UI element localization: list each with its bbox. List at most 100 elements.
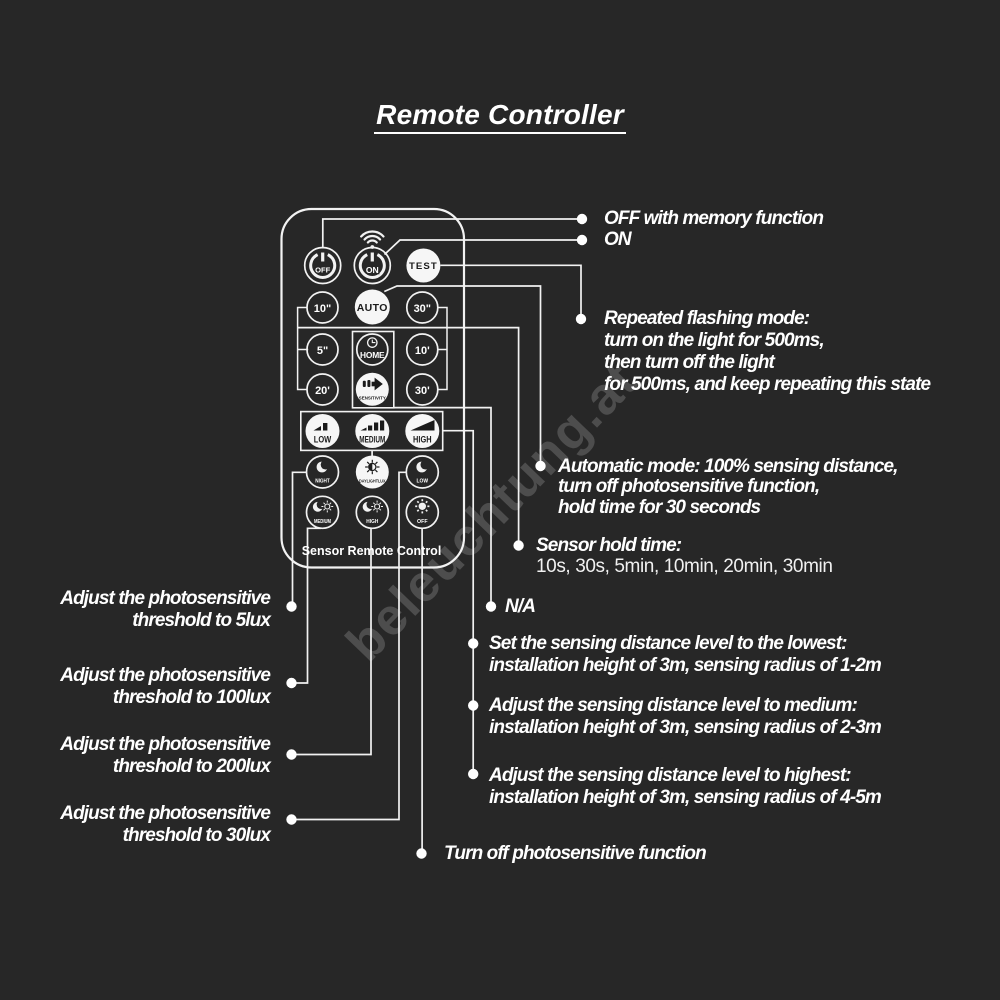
button-lux-low: LOW [405, 455, 440, 489]
line-lux30 [296, 471, 406, 821]
button-distance-medium: MEDIUM [355, 414, 390, 448]
sensitivity-icon [362, 377, 383, 391]
button-daylightlux: DAYLIGHTLUX [355, 455, 389, 489]
power-arc-on [358, 253, 386, 279]
button-off-label: OFF [315, 266, 331, 275]
title-wrap: Remote Controller [0, 99, 1000, 134]
ramp-high-icon [410, 420, 435, 431]
annotation-turn-off-photo: Turn off photosensitive function [444, 842, 707, 864]
button-5s-label: 5" [317, 345, 328, 357]
clock-icon [366, 337, 378, 348]
moon-sun-icon [362, 500, 383, 513]
remote-body [280, 207, 466, 569]
button-home-label: HOME [360, 350, 385, 360]
button-20m: 20' [306, 373, 339, 406]
line-lux100 [296, 527, 321, 684]
line-hold-time [297, 326, 520, 541]
button-distance-low-label: LOW [314, 435, 332, 446]
button-lux-off: OFF [405, 495, 440, 530]
annotation-repeated-flashing: Repeated flashing mode: turn on the ligh… [604, 308, 931, 395]
button-lux-off-label: OFF [417, 519, 428, 525]
dot-lux5 [286, 601, 297, 612]
bracket-left [296, 306, 308, 391]
dot-distance-medium [468, 700, 479, 711]
button-auto: AUTO [354, 289, 390, 325]
button-on: ON [353, 230, 392, 285]
button-lux-medium: MEDIUM [305, 495, 340, 530]
dot-lux30 [286, 814, 297, 825]
button-test-label: TEST [409, 261, 438, 272]
button-home: HOME [355, 333, 389, 366]
button-distance-high: HIGH [405, 414, 440, 448]
dot-off [576, 213, 588, 225]
daylight-sun-icon [365, 459, 380, 475]
annotation-na: N/A [505, 595, 536, 617]
dot-na [485, 601, 497, 612]
button-10m: 10' [405, 333, 439, 366]
button-auto-label: AUTO [357, 302, 388, 314]
remote-caption: Sensor Remote Control [302, 544, 442, 558]
button-night: NIGHT [305, 455, 340, 489]
button-distance-medium-label: MEDIUM [359, 435, 385, 446]
annotation-distance-highest: Adjust the sensing distance level to hig… [489, 765, 882, 808]
button-20m-label: 20' [315, 385, 330, 397]
button-test: TEST [406, 248, 441, 283]
sun-icon [415, 499, 430, 514]
dot-turn-off [416, 848, 427, 859]
button-on-label: ON [366, 265, 379, 275]
annotation-distance-medium: Adjust the sensing distance level to med… [489, 695, 882, 738]
button-lux-high-label: HIGH [366, 519, 378, 525]
button-lux-medium-label: MEDIUM [314, 519, 331, 525]
annotation-lux200: Adjust the photosensitive threshold to 2… [60, 734, 271, 777]
page-title: Remote Controller [374, 99, 626, 134]
button-30s: 30" [405, 291, 439, 324]
moon-sun-icon [312, 500, 334, 513]
button-10m-label: 10' [415, 345, 430, 357]
button-off: OFF [303, 246, 342, 285]
ramp-low-icon [313, 423, 328, 431]
line-distance [442, 429, 475, 774]
button-10s: 10" [306, 291, 339, 324]
moon-icon [416, 459, 431, 473]
dot-distance-lowest [468, 638, 479, 649]
line-on [383, 239, 578, 256]
annotation-dots [286, 213, 588, 859]
annotation-lux5: Adjust the photosensitive threshold to 5… [60, 587, 271, 631]
dot-on [576, 234, 588, 246]
button-night-label: NIGHT [315, 479, 330, 485]
annotation-lux100: Adjust the photosensitive threshold to 1… [60, 665, 271, 708]
button-lux-low-label: LOW [417, 479, 429, 485]
signal-waves-icon [360, 230, 385, 244]
button-sensitivity-label: SENSITIVITY [359, 395, 387, 401]
line-off [321, 218, 578, 249]
line-test [440, 264, 582, 315]
annotation-distance-lowest: Set the sensing distance level to the lo… [489, 633, 882, 676]
button-5s: 5" [306, 333, 339, 366]
annotation-automatic-mode: Automatic mode: 100% sensing distance, t… [558, 455, 898, 518]
button-daylightlux-label: DAYLIGHTLUX [359, 479, 386, 485]
button-30m-label: 30' [415, 385, 430, 397]
line-lux200 [296, 528, 372, 756]
line-auto [383, 285, 542, 462]
button-distance-high-label: HIGH [413, 435, 432, 446]
button-10s-label: 10" [314, 303, 331, 315]
annotation-on: ON [604, 229, 632, 250]
ramp-medium-icon [360, 420, 385, 431]
dot-lux100 [286, 677, 297, 689]
button-30s-label: 30" [414, 303, 431, 315]
line-na [393, 406, 492, 602]
button-distance-low: LOW [305, 414, 340, 448]
button-sensitivity: SENSITIVITY [355, 372, 389, 406]
bracket-right [437, 306, 448, 391]
home-sensitivity-box [351, 330, 395, 409]
annotation-off-memory: OFF with memory function [604, 208, 824, 229]
annotation-lux30: Adjust the photosensitive threshold to 3… [60, 802, 271, 846]
button-30m: 30' [405, 373, 439, 406]
dot-repeated [575, 313, 587, 325]
button-lux-high: HIGH [355, 495, 390, 530]
power-arc-off [309, 253, 337, 279]
dot-hold-time [513, 540, 524, 551]
moon-icon [316, 459, 331, 473]
